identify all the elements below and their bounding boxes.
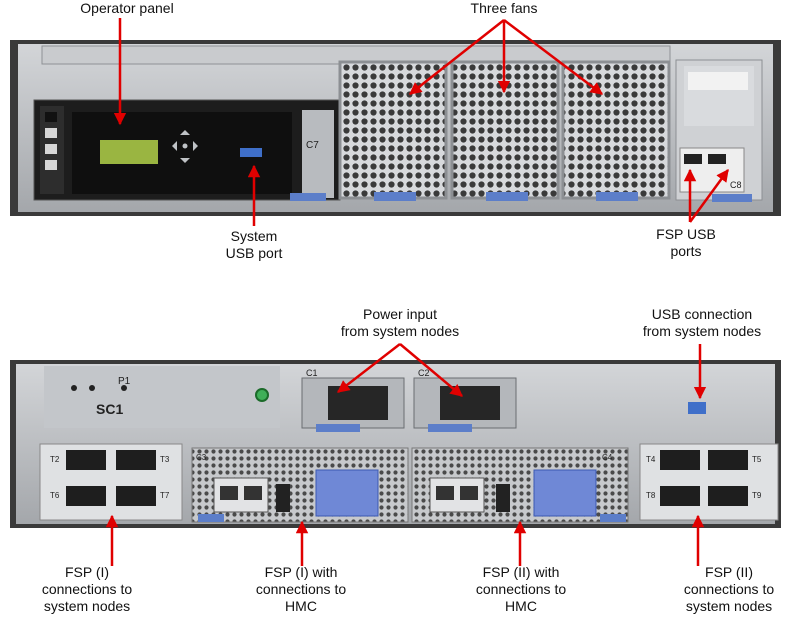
label-usb-connection: USB connection from system nodes	[642, 306, 762, 339]
marking-c3: C3	[196, 453, 207, 462]
fan-1	[338, 60, 448, 200]
system-usb-port	[240, 148, 262, 157]
marking-t7: T7	[160, 491, 170, 500]
ground-point	[255, 388, 269, 402]
fan-2	[450, 60, 560, 200]
fsp-usb-port-1	[684, 154, 702, 164]
arrow-fsp-usb-2	[688, 168, 730, 223]
fsp-usb-port-2	[708, 154, 726, 164]
marking-t6: T6	[50, 491, 60, 500]
marking-c8: C8	[730, 180, 742, 190]
label-operator-panel: Operator panel	[80, 0, 174, 16]
marking-t8: T8	[646, 491, 656, 500]
sc1-panel	[44, 366, 280, 428]
label-fsp-usb-ports: FSP USB ports	[656, 226, 716, 259]
label-fsp-ii-connections: FSP (II) connections to system nodes	[683, 564, 775, 614]
marking-p1: P1	[118, 376, 131, 387]
label-power-input: Power input from system nodes	[340, 306, 460, 339]
label-fsp-i-connections: FSP (I) connections to system nodes	[41, 564, 133, 614]
label-fsp-ii-hmc: FSP (II) with connections to HMC	[475, 564, 567, 614]
marking-c2: C2	[418, 368, 430, 378]
marking-t2: T2	[50, 455, 60, 464]
label-three-fans: Three fans	[470, 0, 538, 16]
marking-c1: C1	[306, 368, 318, 378]
lcd-display	[100, 140, 158, 164]
marking-t3: T3	[160, 455, 170, 464]
callout-arrows	[105, 18, 730, 566]
front-chassis: C7 C8	[10, 40, 781, 216]
arrow-power-c1	[337, 343, 401, 393]
marking-t5: T5	[752, 455, 762, 464]
marking-t9: T9	[752, 491, 762, 500]
label-system-usb-port: System USB port	[225, 228, 283, 261]
marking-sc1: SC1	[96, 401, 123, 417]
usb-connection-port	[688, 402, 706, 414]
arrow-fan-1	[409, 19, 505, 95]
marking-c7: C7	[306, 140, 319, 151]
marking-c4: C4	[602, 453, 613, 462]
marking-t4: T4	[646, 455, 656, 464]
fan-3	[561, 60, 671, 200]
label-fsp-i-hmc: FSP (I) with connections to HMC	[255, 564, 347, 614]
nav-buttons	[172, 130, 198, 163]
arrow-power-c2	[399, 343, 463, 397]
arrow-fan-3	[503, 19, 603, 95]
rear-chassis: SC1 P1 C1 C2 T2 T3 T6 T7 C3	[10, 360, 781, 528]
